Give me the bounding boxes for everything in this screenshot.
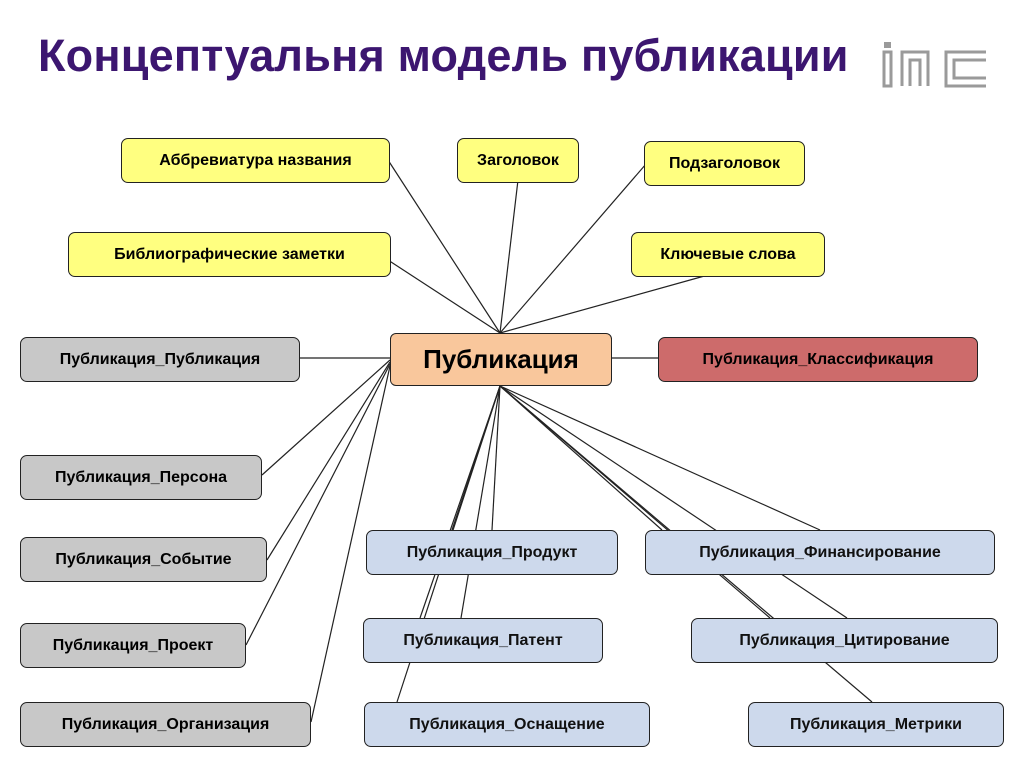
attribute-bibliographic-notes: Библиографические заметки (68, 232, 391, 277)
relation-publication-person: Публикация_Персона (20, 455, 262, 500)
attribute-subheading: Подзаголовок (644, 141, 805, 186)
relation-publication-citation: Публикация_Цитирование (691, 618, 998, 663)
attribute-heading: Заголовок (457, 138, 579, 183)
relation-publication-equipment: Публикация_Оснащение (364, 702, 650, 747)
attribute-abbreviation: Аббревиатура названия (121, 138, 390, 183)
relation-publication-patent: Публикация_Патент (363, 618, 603, 663)
relation-publication-project: Публикация_Проект (20, 623, 246, 668)
relation-publication-metrics: Публикация_Метрики (748, 702, 1004, 747)
page-title: Концептуальня модель публикации (38, 30, 849, 81)
inc-logo (882, 42, 986, 88)
central-node-publication: Публикация (390, 333, 612, 386)
relation-publication-product: Публикация_Продукт (366, 530, 618, 575)
relation-publication-event: Публикация_Событие (20, 537, 267, 582)
relation-publication-classification: Публикация_Классификация (658, 337, 978, 382)
relation-publication-funding: Публикация_Финансирование (645, 530, 995, 575)
relation-publication-publication: Публикация_Публикация (20, 337, 300, 382)
relation-publication-organization: Публикация_Организация (20, 702, 311, 747)
attribute-keywords: Ключевые слова (631, 232, 825, 277)
